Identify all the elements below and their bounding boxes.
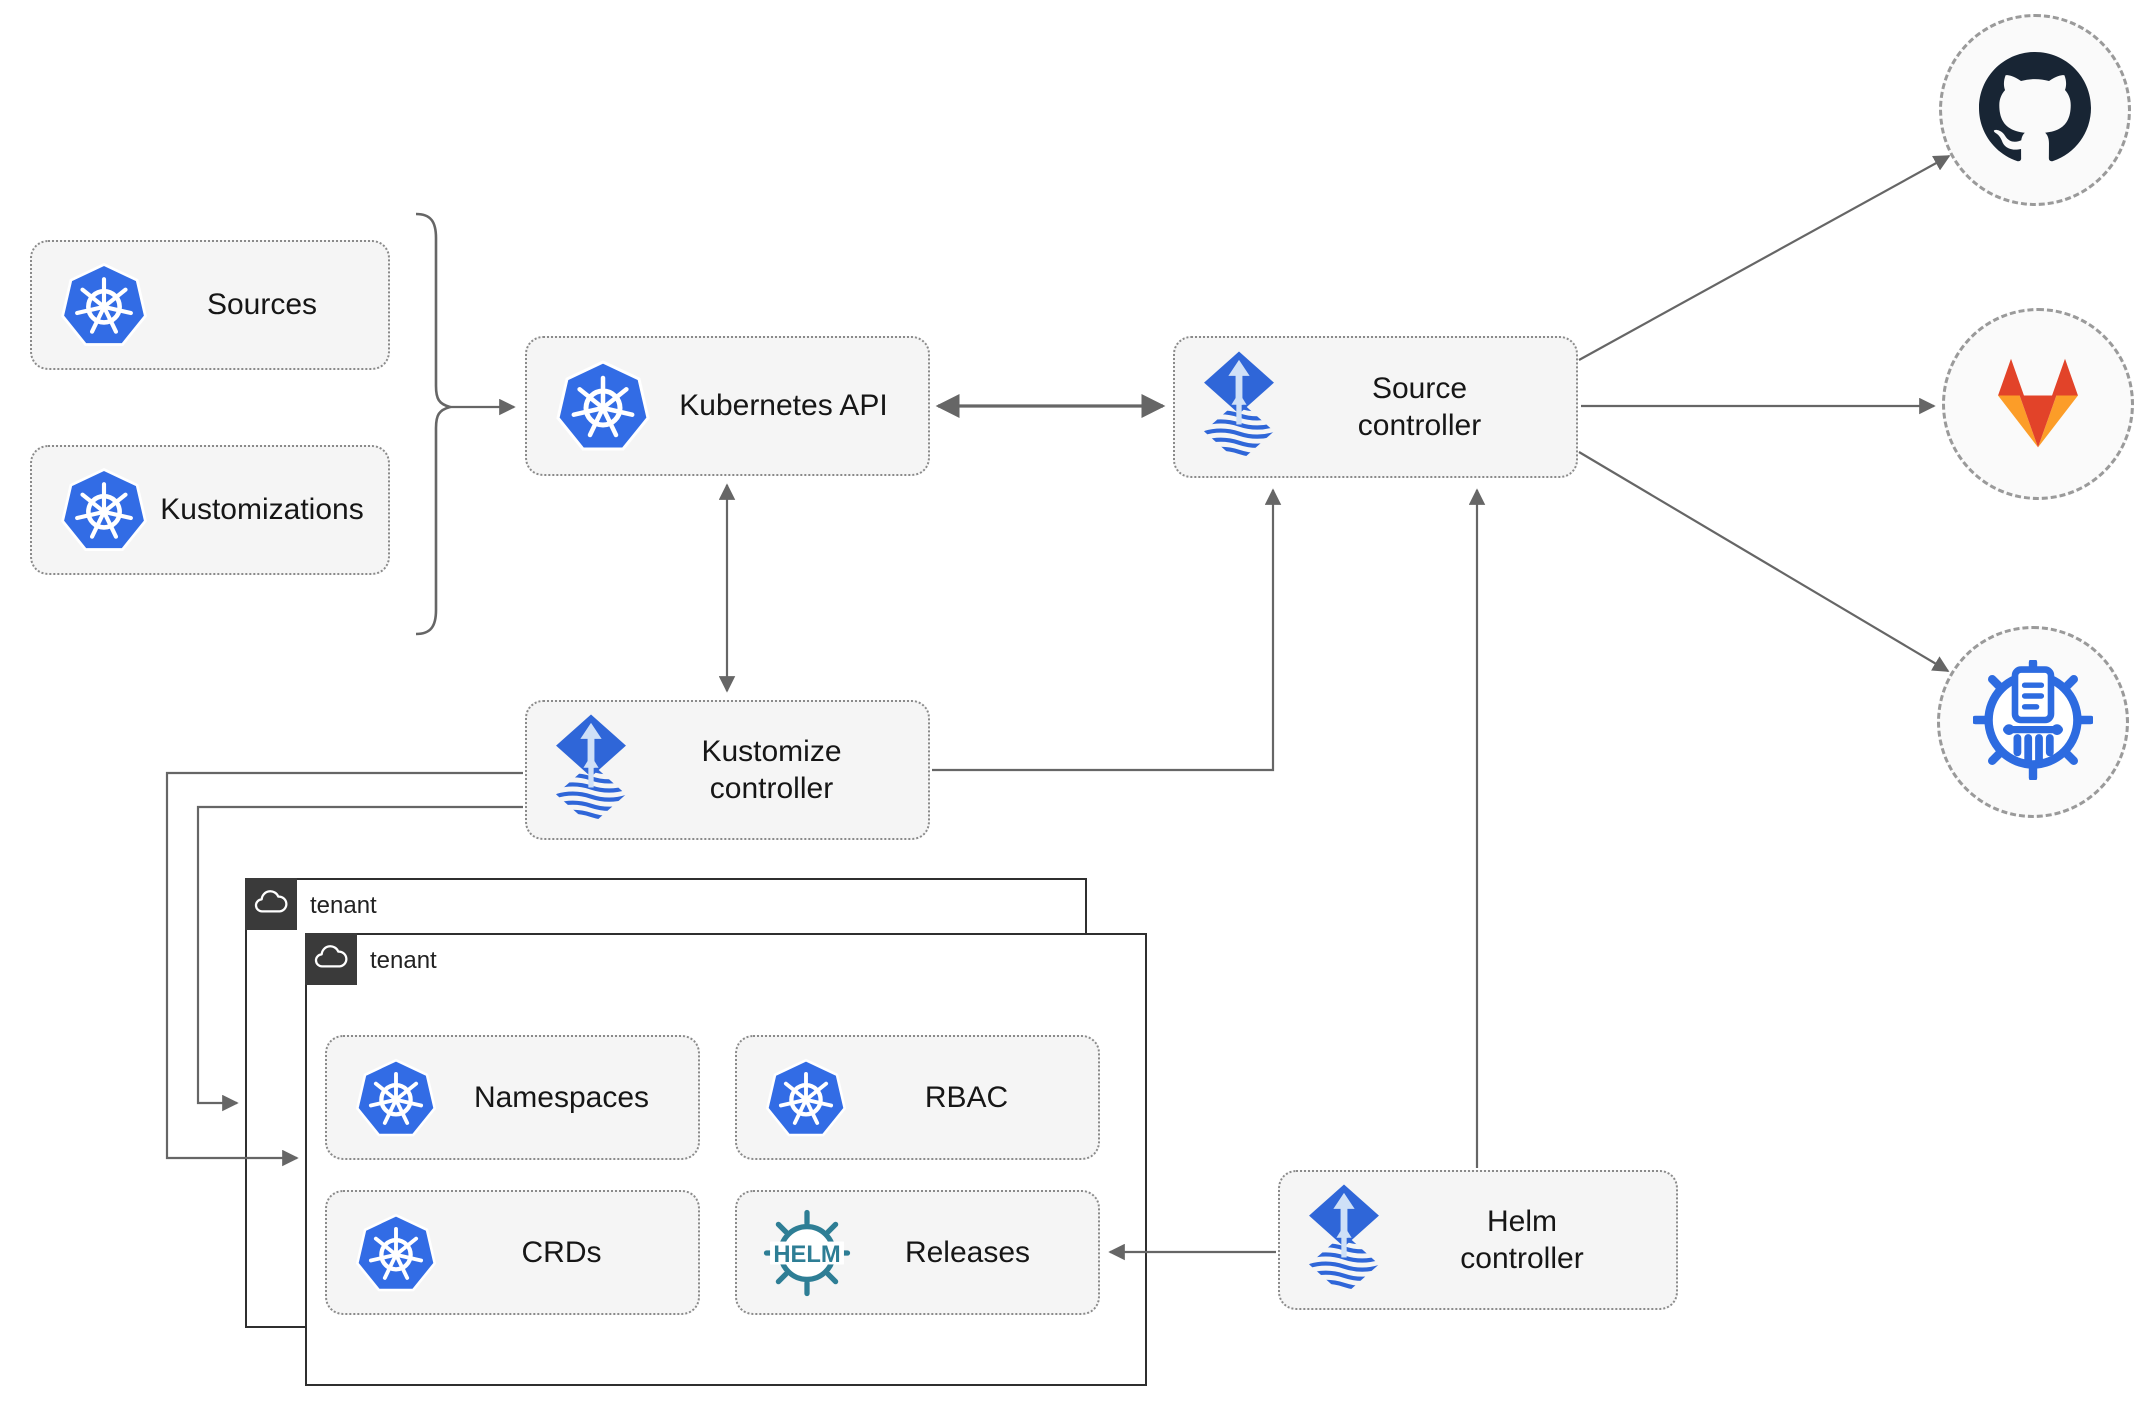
- tenant-outer-tab: [245, 878, 297, 930]
- node-crds: CRDs: [325, 1190, 700, 1315]
- node-kustomize-controller: Kustomize controller: [525, 700, 930, 840]
- brace-sources-kustomizations: [415, 212, 455, 636]
- edge-source-controller-to-github: [1578, 155, 1951, 361]
- kubernetes-icon: [58, 464, 150, 556]
- kubernetes-icon: [763, 1055, 849, 1141]
- kubernetes-icon: [553, 356, 653, 456]
- tenant-inner-tab: [305, 933, 357, 985]
- node-label: Kustomize controller: [701, 734, 842, 806]
- node-label: Kustomizations: [160, 493, 364, 527]
- kubernetes-icon: [353, 1210, 439, 1296]
- endpoint-helm-repository: [1937, 626, 2129, 818]
- kubernetes-icon: [353, 1055, 439, 1141]
- chartmuseum-icon: [1973, 660, 2093, 785]
- gitlab-icon: [1984, 352, 2092, 457]
- edge-kustomize-controller-to-outer-tenant: [196, 805, 523, 1112]
- node-kustomizations: Kustomizations: [30, 445, 390, 575]
- node-label: Namespaces: [473, 1080, 650, 1114]
- endpoint-gitlab: [1942, 308, 2134, 500]
- flux-icon: [1201, 350, 1277, 464]
- node-label: Helm controller: [1460, 1204, 1584, 1276]
- cloud-icon: [253, 886, 289, 923]
- node-label: Releases: [904, 1235, 1031, 1269]
- node-label: Kubernetes API: [679, 389, 888, 423]
- node-sources: Sources: [30, 240, 390, 370]
- node-kubernetes-api: Kubernetes API: [525, 336, 930, 476]
- node-label: Source controller: [1357, 371, 1482, 443]
- flux-icon: [1306, 1183, 1382, 1297]
- flux-icon: [553, 713, 629, 827]
- node-label: RBAC: [924, 1080, 1009, 1114]
- kubernetes-icon: [58, 259, 150, 351]
- node-source-controller: Source controller: [1173, 336, 1578, 478]
- tenant-inner-label: tenant: [370, 947, 437, 974]
- helm-icon: [763, 1209, 851, 1297]
- cloud-icon: [313, 941, 349, 978]
- github-icon: [1979, 52, 2091, 169]
- node-helm-controller: Helm controller: [1278, 1170, 1678, 1310]
- edge-source-controller-to-helm-repository: [1578, 451, 1950, 672]
- endpoint-github: [1939, 14, 2131, 206]
- node-label: CRDs: [521, 1235, 602, 1269]
- edge-kustomize-controller-to-inner-tenant: [165, 771, 523, 1167]
- node-label: Sources: [206, 288, 318, 322]
- node-rbac: RBAC: [735, 1035, 1100, 1160]
- tenant-outer-label: tenant: [310, 892, 377, 919]
- node-namespaces: Namespaces: [325, 1035, 700, 1160]
- node-releases: Releases: [735, 1190, 1100, 1315]
- edge-kustomize-controller-to-source-controller: [932, 488, 1282, 772]
